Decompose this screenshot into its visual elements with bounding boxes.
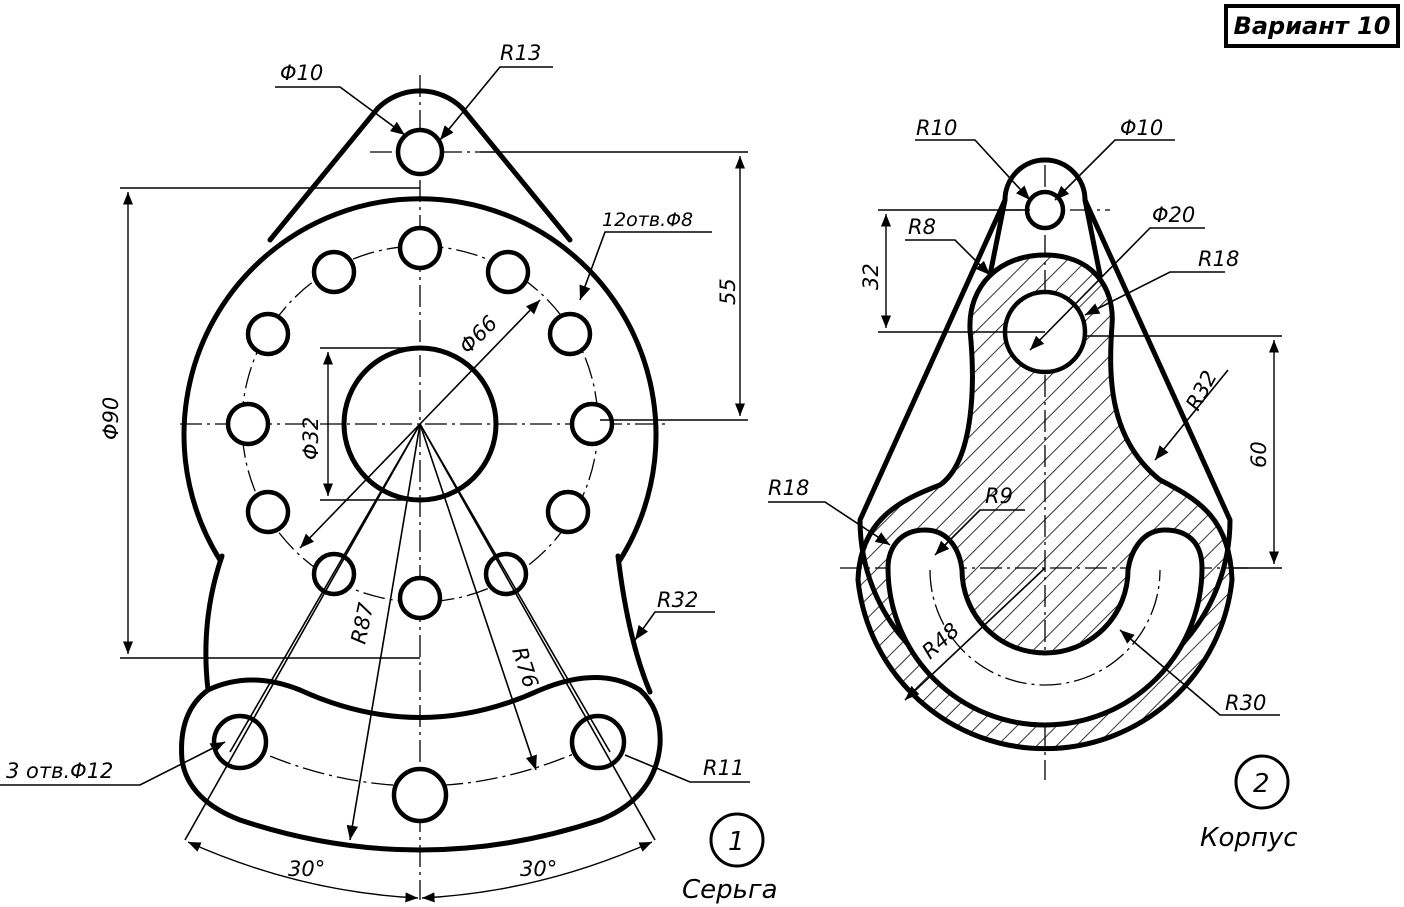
p2-label-r10: R10 xyxy=(916,116,957,140)
p1-ring-hole xyxy=(225,401,271,447)
p1-outer-circle xyxy=(181,196,659,563)
p2-label-h60: 60 xyxy=(1247,441,1271,468)
p1-label-d66: Φ66 xyxy=(455,311,503,359)
p1-top-lug xyxy=(267,88,573,243)
p2-leader-r32 xyxy=(1154,369,1229,461)
p1-ring-hole xyxy=(245,311,291,357)
p2-leader-r9 xyxy=(934,509,1025,556)
p1-ring-holes xyxy=(225,225,615,621)
p2-leader-r18-top xyxy=(1084,271,1225,316)
p1-leader-holes xyxy=(579,231,712,301)
p2-leader-r18-left xyxy=(768,501,891,546)
p2-leader-r30 xyxy=(1119,629,1280,716)
p1-label-holes-ring: 12отв.Φ8 xyxy=(602,209,693,231)
p1-label-d90: Φ90 xyxy=(99,397,123,440)
p1-label-r13: R13 xyxy=(500,41,541,65)
p2-r30-centerline xyxy=(929,569,1161,686)
p1-leader-r11 xyxy=(624,754,750,783)
p1-label-angle-right: 30° xyxy=(520,857,557,881)
p2-leader-r8 xyxy=(905,239,991,276)
p2-label-r9: R9 xyxy=(985,484,1013,508)
p1-ring-hole xyxy=(569,401,615,447)
p1-ring-hole xyxy=(545,489,591,535)
part2-drawing: R10 Φ10 R8 Φ20 R18 32 R32 60 R18 R9 R48 … xyxy=(768,116,1298,853)
p1-side-left xyxy=(203,553,225,693)
p1-r76-line xyxy=(419,423,537,771)
p2-leader-d20 xyxy=(1029,227,1205,351)
p1-angle-arc-right xyxy=(421,841,653,903)
part1-drawing: Φ10 R13 12отв.Φ8 Φ90 Φ32 Φ66 55 R32 R87 … xyxy=(0,41,778,905)
p2-label-h32: 32 xyxy=(859,263,883,290)
variant-label: Вариант 10 xyxy=(1224,4,1400,48)
p1-side-right xyxy=(615,553,653,695)
p2-label-r18-top: R18 xyxy=(1198,247,1239,271)
p1-number: 1 xyxy=(728,827,745,857)
p1-ext-left xyxy=(184,423,421,841)
p2-leader-r48 xyxy=(904,567,1046,701)
p1-number-circle xyxy=(709,812,765,868)
p1-ring-hole xyxy=(397,225,443,271)
p2-label-r8: R8 xyxy=(908,215,936,239)
p1-leader-3holes xyxy=(0,741,226,786)
p1-label-r11: R11 xyxy=(703,756,744,780)
p1-ring-hole xyxy=(245,489,291,535)
p1-leader-d10 xyxy=(275,86,406,136)
p1-ring-hole xyxy=(397,575,443,621)
p1-bottom-hole xyxy=(391,766,449,824)
p1-leader-r32 xyxy=(634,611,715,641)
p1-ring-hole xyxy=(485,249,531,295)
p2-lug-left xyxy=(987,197,1008,278)
p1-d66-line-2 xyxy=(299,423,421,549)
p1-bottom-lug-inner xyxy=(205,675,643,720)
p1-label-r76: R76 xyxy=(507,644,543,691)
p1-label-r32: R32 xyxy=(657,588,698,612)
p1-d66-line xyxy=(419,299,541,425)
p1-r87-line xyxy=(346,423,421,841)
p2-inner-slot xyxy=(885,527,1205,728)
p2-label-d20: Φ20 xyxy=(1152,203,1195,227)
p2-label-r18-left: R18 xyxy=(768,476,809,500)
p1-leader-r13 xyxy=(439,66,553,141)
p1-name: Серьга xyxy=(682,875,778,905)
p1-label-r87: R87 xyxy=(346,600,378,646)
p1-bottom-hole xyxy=(569,713,627,771)
p1-angle-arc-left xyxy=(187,841,419,903)
p1-label-h55: 55 xyxy=(716,278,740,305)
p2-label-d10: Φ10 xyxy=(1120,116,1163,140)
p1-label-d10: Φ10 xyxy=(280,61,323,85)
p2-lug-right xyxy=(1082,197,1103,278)
p2-leader-d10 xyxy=(1054,139,1175,201)
p1-ring-hole xyxy=(547,311,593,357)
p2-label-r30: R30 xyxy=(1225,691,1266,715)
p1-label-3holes: 3 отв.Φ12 xyxy=(6,759,113,783)
p1-label-angle-left: 30° xyxy=(288,857,325,881)
p1-label-d32: Φ32 xyxy=(299,417,323,460)
p2-number: 2 xyxy=(1253,769,1270,799)
p1-bottom-holes xyxy=(211,713,627,824)
p2-name: Корпус xyxy=(1200,823,1298,853)
p1-ext-right xyxy=(419,423,656,841)
p1-ring-hole xyxy=(311,249,357,295)
p2-label-r32: R32 xyxy=(1181,367,1222,415)
p2-leader-r10 xyxy=(915,139,1031,201)
p1-top-hole xyxy=(395,127,445,177)
p2-number-circle xyxy=(1234,754,1290,810)
